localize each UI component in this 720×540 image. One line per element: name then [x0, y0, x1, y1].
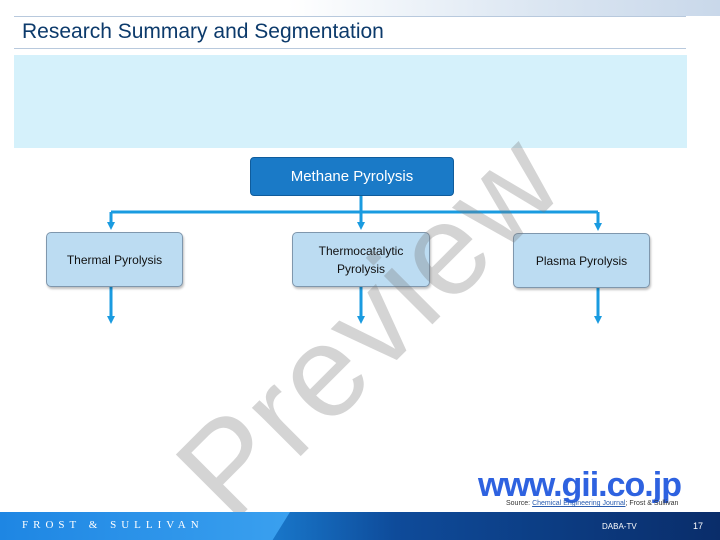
- root-node-methane-pyrolysis: Methane Pyrolysis: [250, 157, 454, 196]
- child-node-plasma-pyrolysis: Plasma Pyrolysis: [513, 233, 650, 288]
- source-link[interactable]: Chemical Engineering Journal: [532, 500, 626, 507]
- source-suffix: ; Frost & Sullivan: [625, 500, 679, 507]
- child-node-thermal-pyrolysis: Thermal Pyrolysis: [46, 232, 183, 287]
- child-node-thermocatalytic-pyrolysis: Thermocatalytic Pyrolysis: [292, 232, 430, 287]
- source-note: Source: Chemical Engineering Journal; Fr…: [506, 500, 678, 507]
- title-frame: [14, 16, 686, 49]
- footer-brand-band: [0, 512, 290, 540]
- page-title: Research Summary and Segmentation: [22, 20, 384, 43]
- page-number: 17: [693, 521, 704, 531]
- site-watermark: www.gii.co.jp: [478, 466, 682, 504]
- top-rule: [0, 0, 720, 16]
- brand-logo-text: FROST & SULLIVAN: [22, 519, 204, 531]
- summary-box: [14, 55, 687, 148]
- source-prefix: Source:: [506, 500, 533, 507]
- document-code: DABA-TV: [602, 522, 637, 531]
